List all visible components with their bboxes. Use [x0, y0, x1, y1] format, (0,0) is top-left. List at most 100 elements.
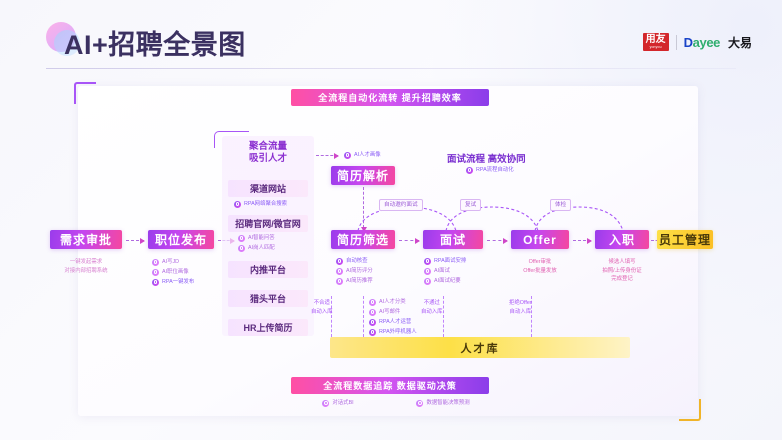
demand-approval-notes: 一键发起需求 对接内部招聘系统 [50, 258, 122, 275]
tag-rpa-interview-schedule: RPA面试安排 [424, 257, 466, 265]
arrow-interview-to-offer [487, 237, 508, 244]
demand-note-2: 对接内部招聘系统 [64, 267, 108, 274]
node-resume-screen[interactable]: 简历筛选 [331, 230, 395, 249]
rpa-icon [152, 278, 159, 286]
channel-item-career-site[interactable]: 招聘官网/微官网 [228, 215, 308, 232]
bottom-banner-tags: 对话式BI 数据智能决策预测 [291, 399, 501, 407]
line-offer-to-pool [531, 296, 532, 337]
rpa-icon [234, 200, 241, 208]
tag-ai-interview: AI面试 [424, 267, 466, 275]
node-offer[interactable]: Offer [511, 230, 569, 249]
channel-panel-title: 聚合流量 吸引人才 [228, 141, 308, 165]
node-employee-management[interactable]: 员工管理 [657, 230, 713, 249]
loop-label-second-interview: 复试 [460, 199, 482, 211]
talent-portrait-tag: AI人才画像 [344, 151, 381, 159]
header-divider [46, 68, 736, 69]
tag-rpa-web-aggregation-search: RPA网络聚合搜索 [234, 200, 287, 208]
ai-icon [152, 268, 159, 276]
line-interview-to-pool [443, 296, 444, 337]
offer-note-2: Offer批量发放 [523, 267, 557, 274]
tag-ai-smart-qa: AI智能问答 [238, 234, 275, 242]
arrow-offer-to-onboard [573, 237, 592, 244]
tag-ai-job-person-match: AI岗人匹配 [238, 244, 275, 252]
rpa-icon [424, 257, 431, 265]
ai-icon [416, 399, 424, 407]
loop-label-medical-check: 体检 [550, 199, 572, 211]
tag-data-smart-decision: 数据智能决策预测 [416, 399, 470, 407]
card-corner-bottom-right [679, 399, 701, 421]
top-banner: 全流程自动化流转 提升招聘效率 [291, 89, 489, 106]
rpa-icon [466, 166, 473, 174]
tag-ai-resume-score: AI简历评分 [336, 267, 373, 275]
tag-ai-write-jd: AI写JD [152, 258, 194, 266]
tag-conversational-bi: 对话式BI [322, 399, 354, 407]
dayee-logo-d: D [683, 34, 693, 50]
resume-screen-tags: 自动核查 AI简历评分 AI简历推荐 [336, 257, 373, 285]
recycle-screen-label-1: 不合适 [313, 300, 330, 306]
offer-note-1: Offer审批 [528, 259, 552, 265]
loop-offer-to-onboard [531, 205, 627, 233]
ai-icon [424, 277, 431, 285]
ai-icon [322, 399, 330, 407]
yonyou-logo: 用友 yonyou [642, 33, 669, 51]
page-title: AI+招聘全景图 [64, 30, 246, 60]
talent-pool-bar[interactable]: 人才库 [330, 337, 630, 358]
decorative-circles-icon [46, 22, 80, 56]
job-publish-tags: AI写JD AI职位画像 RPA一键发布 [152, 258, 194, 286]
loop-screen-to-interview [352, 205, 462, 233]
ai-icon [369, 308, 376, 316]
ai-icon [344, 151, 351, 159]
demand-note-1: 一键发起需求 [69, 259, 103, 265]
tag-ai-talent-classify: AI人才分类 [369, 298, 417, 306]
dayee-logo-cn: 大易 [727, 35, 752, 50]
page-header: AI+招聘全景图 用友 yonyou Dayee 大易 [0, 0, 782, 74]
recycle-interview: 不通过 自动入库 [421, 300, 443, 316]
tag-ai-talent-portrait: AI人才画像 [344, 151, 381, 159]
channel-item-referral[interactable]: 内推平台 [228, 261, 308, 278]
arrow-screen-to-interview [399, 237, 420, 244]
rpa-icon [336, 257, 343, 265]
onboard-note-3: 完成登记 [611, 276, 633, 282]
node-resume-parse[interactable]: 简历解析 [331, 166, 395, 185]
tag-rpa-outbound-robot: RPA外呼机器人 [369, 328, 417, 336]
ai-icon [336, 277, 343, 285]
channel-title-line1: 聚合流量 [248, 141, 287, 152]
interview-section-title: 面试流程 高效协同 [447, 154, 526, 165]
card-corner-top-left [74, 82, 96, 104]
ai-icon [152, 258, 159, 266]
channel-item-headhunter[interactable]: 猎头平台 [228, 290, 308, 307]
tag-rpa-one-click-publish: RPA一键发布 [152, 278, 194, 286]
tag-rpa-process-automation: RPA流程自动化 [466, 166, 514, 174]
channel-title-line2: 吸引人才 [248, 153, 287, 164]
arrow-parse-to-screen [360, 187, 367, 232]
yonyou-logo-subtext: yonyou [649, 45, 662, 49]
node-demand-approval[interactable]: 需求审批 [50, 230, 122, 249]
onboard-note-1: 候选人填写 [608, 259, 636, 265]
rpa-icon [369, 318, 376, 326]
channel-item-website[interactable]: 渠道网站 [228, 180, 308, 197]
recycle-offer-label-2: 自动入库 [509, 308, 532, 315]
tag-ai-job-profile: AI职位画像 [152, 268, 194, 276]
yonyou-logo-text: 用友 [645, 34, 666, 45]
dayee-logo: Dayee [683, 34, 721, 50]
tag-auto-verify: 自动核查 [336, 257, 373, 265]
arrow-channels-to-portrait [316, 152, 339, 159]
recycle-screen: 不合适 自动入库 [311, 300, 333, 316]
channel-item-hr-upload[interactable]: HR上传简历 [228, 319, 308, 336]
recycle-interview-label-2: 自动入库 [421, 308, 443, 315]
brand-divider [675, 34, 677, 50]
ai-icon [369, 298, 376, 306]
line-screen-to-pool [331, 296, 332, 337]
recycle-screen-label-2: 自动入库 [311, 308, 333, 315]
node-onboarding[interactable]: 入职 [595, 230, 649, 249]
diagram-card [78, 86, 698, 416]
node-job-publish[interactable]: 职位发布 [148, 230, 214, 249]
tag-ai-interview-minutes: AI面试纪要 [424, 277, 466, 285]
ai-icon [238, 234, 245, 242]
offer-notes: Offer审批 Offer批量发放 [511, 258, 569, 275]
onboarding-notes: 候选人填写 拍照/上传身份证 完成登记 [589, 258, 655, 284]
arrow-demand-to-publish [126, 237, 145, 244]
node-interview[interactable]: 面试 [423, 230, 483, 249]
ai-icon [336, 267, 343, 275]
bottom-banner: 全流程数据追踪 数据驱动决策 [291, 377, 489, 394]
